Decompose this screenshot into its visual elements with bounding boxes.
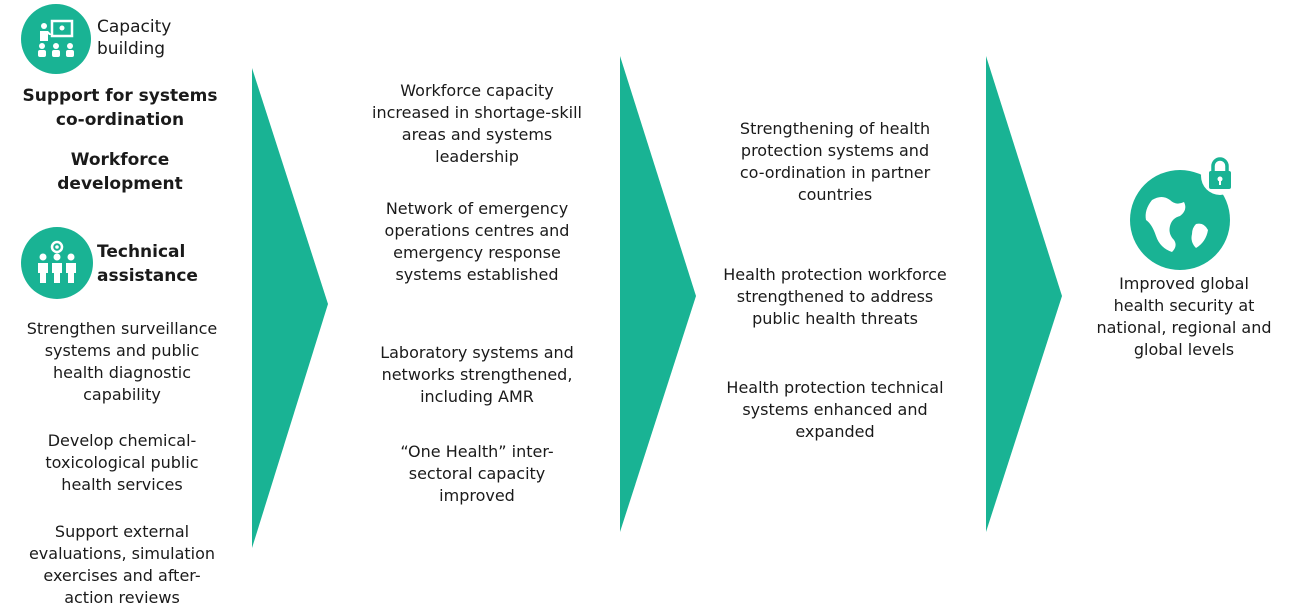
col3-item-strengthening: Strengthening of health protection syste… [739, 119, 931, 204]
technical-assistance-label: Technical assistance [97, 242, 198, 286]
col1-item-surveillance: Strengthen surveillance systems and publ… [26, 319, 218, 404]
technical-assistance-icon [21, 227, 93, 299]
team-gear-icon [38, 240, 76, 283]
col2-item-one-health: “One Health” inter- sectoral capacity im… [400, 442, 554, 505]
col2-item-network: Network of emergency operations centres … [384, 199, 570, 284]
col1-item-evaluations: Support external evaluations, simulation… [28, 522, 216, 607]
chevron-arrow-2 [620, 56, 696, 532]
col3-item-technical: Health protection technical systems enha… [726, 378, 944, 441]
globe-lock-icon [1145, 197, 1208, 252]
capacity-building-icon [21, 4, 91, 74]
col2-item-workforce: Workforce capacity increased in shortage… [372, 81, 582, 166]
chevron-arrow-3 [986, 56, 1062, 532]
lock-icon [1201, 157, 1239, 195]
capacity-building-label: Capacity building [97, 17, 172, 59]
chevron-arrow-1 [252, 68, 328, 548]
outcome-text: Improved global health security at natio… [1096, 274, 1272, 359]
support-systems-heading: Support for systems co-ordination [22, 86, 218, 130]
workforce-development-heading: Workforce development [57, 150, 183, 194]
col2-item-laboratory: Laboratory systems and networks strength… [380, 343, 574, 406]
presentation-icon [38, 19, 74, 57]
col3-item-workforce: Health protection workforce strengthened… [723, 265, 947, 328]
col1-item-chemical: Develop chemical- toxicological public h… [45, 431, 199, 494]
